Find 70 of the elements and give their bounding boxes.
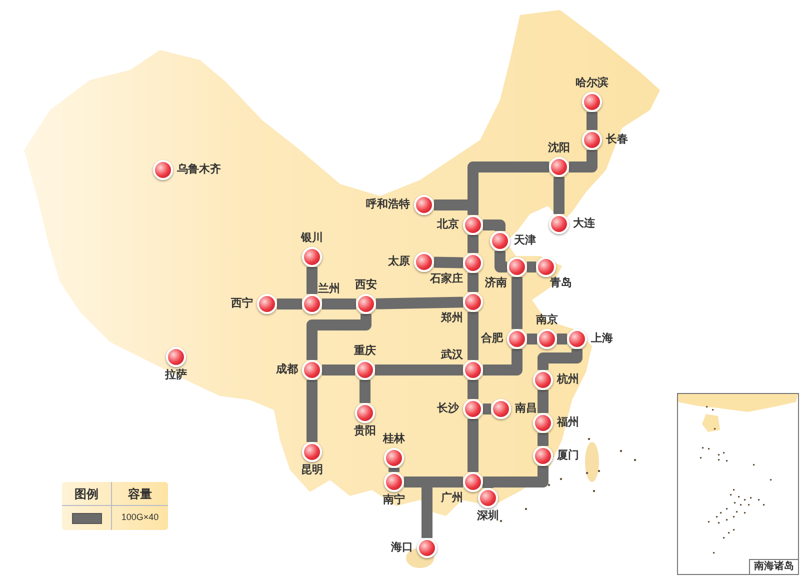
city-label: 成都 [276,364,298,376]
network-link [512,277,522,329]
network-link [483,404,491,414]
network-link [277,298,302,310]
city-label: 拉萨 [165,369,187,382]
network-link [434,256,464,268]
network-link [527,262,536,272]
network-link [468,312,478,360]
city-label: 杭州 [557,374,579,386]
city-label: 天津 [514,234,536,248]
legend-header: 容量 [128,486,152,502]
network-link [538,349,582,370]
network-link [468,380,478,399]
city-label: 武汉 [441,349,463,362]
city-label: 乌鲁木齐 [177,164,221,176]
network-link [468,235,478,253]
network-link [322,298,356,310]
city-label: 兰州 [318,283,340,296]
city-label: 长沙 [437,402,459,416]
city-label: 福州 [557,416,579,430]
city-label: 呼和浩特 [366,198,410,212]
city-label: 银川 [301,232,323,245]
network-link [376,296,464,310]
network-link [375,364,463,376]
city-label: 长春 [606,134,628,146]
network-link [538,390,548,413]
network-link [306,380,318,442]
city-label: 郑州 [441,312,463,325]
legend-text: 100G×40 [121,511,159,524]
legend-header: 图例 [74,486,98,502]
city-label: 南京 [536,314,558,327]
network-link [322,364,355,376]
network-link [554,177,564,214]
city-label: 深圳 [477,510,499,523]
network-link [538,433,548,446]
network-link [494,251,507,272]
city-label: 大连 [573,218,595,230]
network-link [360,380,370,403]
network-link [468,419,478,472]
network-link [306,314,372,360]
city-label: 北京 [437,218,459,232]
city-label: 广州 [441,492,463,505]
network-link [468,273,478,292]
city-label: 西安 [355,279,377,292]
network-link [557,334,567,344]
inset-map-label: 南海诸岛 [749,559,798,574]
city-label: 海口 [391,542,413,554]
city-label: 沈阳 [548,142,570,155]
city-label: 西宁 [231,298,253,310]
city-label: 桂林 [383,433,405,446]
city-label: 重庆 [354,345,376,358]
city-label: 石家庄 [430,273,463,286]
city-label: 南昌 [515,402,537,416]
network-link [388,468,400,472]
city-label: 济南 [485,277,507,290]
network-link [527,334,537,344]
city-label: 合肥 [481,332,503,346]
city-label: 厦门 [557,450,579,462]
city-label: 太原 [388,256,410,268]
network-link [569,150,598,172]
city-label: 哈尔滨 [576,77,608,90]
city-label: 贵阳 [354,425,376,438]
city-label: 昆明 [301,464,323,477]
city-label: 上海 [591,332,613,346]
city-label: 青岛 [550,277,572,290]
network-link [306,267,318,294]
city-label: 南宁 [383,494,405,507]
network-link [586,112,598,130]
network-link [483,220,506,231]
network-link [483,349,522,376]
